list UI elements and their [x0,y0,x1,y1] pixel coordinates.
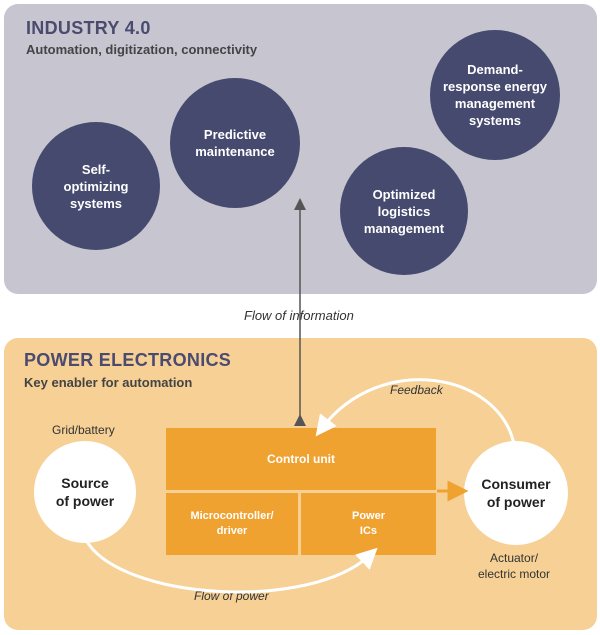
control-unit-label: Control unit [267,451,335,466]
self-optimizing-systems-circle: Self- optimizing systems [32,122,160,250]
optimized-logistics-circle: Optimized logistics management [340,147,468,275]
control-unit-block: Control unit [166,428,436,490]
flow-of-power-label: Flow of power [194,589,269,603]
microcontroller-driver-label: Microcontroller/ driver [190,510,274,537]
demand-response-circle: Demand- response energy management syste… [430,30,560,160]
source-of-power-label: Source of power [55,475,115,509]
actuator-electric-motor-label: Actuator/ electric motor [478,551,551,581]
demand-response-label: Demand- response energy management syste… [442,62,548,128]
power-ics-label: Power ICs [351,510,385,537]
power-electronics-title: POWER ELECTRONICS [24,350,232,370]
optimized-logistics-label: Optimized logistics management [363,186,445,236]
source-of-power-circle: Source of power [34,441,136,543]
feedback-label: Feedback [390,383,443,397]
power-ics-block: Power ICs [301,493,436,555]
predictive-maintenance-label: Predictive maintenance [195,127,275,159]
grid-battery-label: Grid/battery [52,423,115,437]
consumer-of-power-circle: Consumer of power [464,441,568,545]
consumer-of-power-label: Consumer of power [481,476,551,510]
industry-subtitle: Automation, digitization, connectivity [26,42,258,57]
predictive-maintenance-circle: Predictive maintenance [170,78,300,208]
industry-title: INDUSTRY 4.0 [26,18,151,38]
power-electronics-subtitle: Key enabler for automation [24,375,193,390]
self-optimizing-systems-label: Self- optimizing systems [63,161,129,211]
flow-of-information-label: Flow of information [244,308,354,323]
microcontroller-driver-block: Microcontroller/ driver [166,493,298,555]
